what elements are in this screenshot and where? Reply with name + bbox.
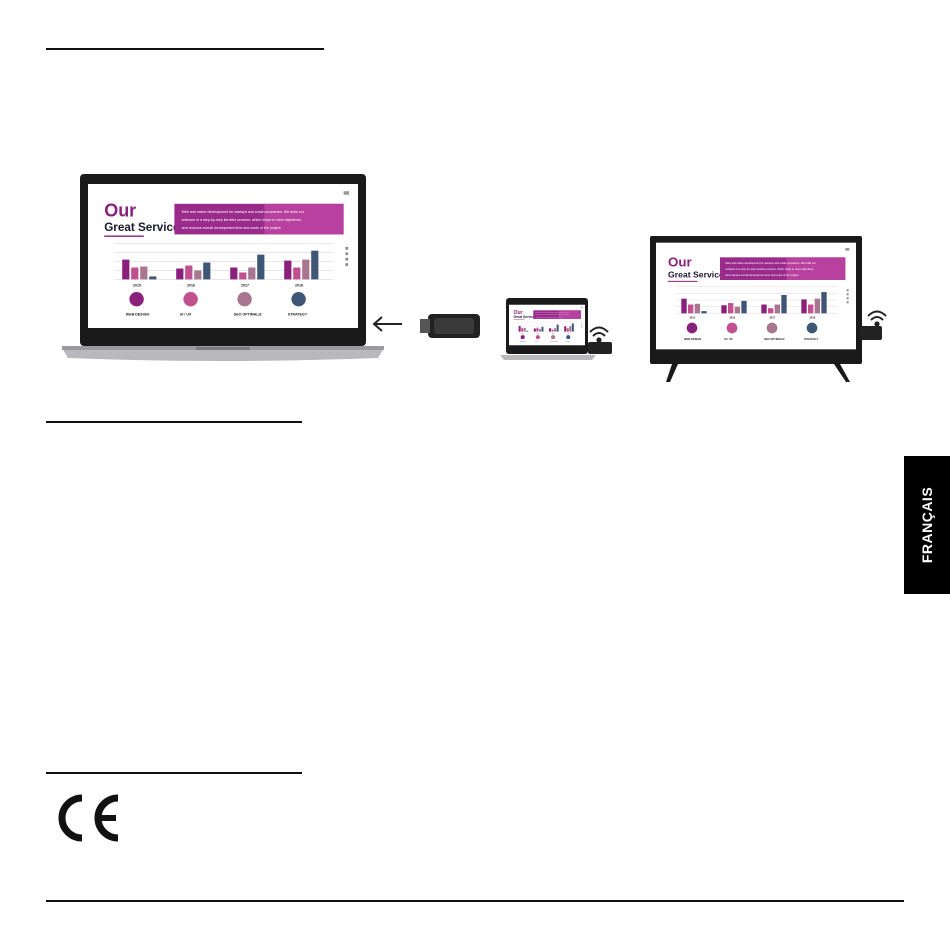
connection-illustration: Our Great Service Web and native develop…: [62, 174, 887, 382]
small-dongle-icon: [588, 342, 612, 354]
large-laptop: [62, 174, 384, 361]
arrow-left-icon: [372, 316, 402, 332]
wifi-icon-tv: [867, 310, 887, 327]
footer-rule: [46, 900, 904, 902]
wifi-icon: [589, 326, 609, 343]
hdmi-dongle-icon: [420, 314, 480, 338]
small-laptop: [500, 298, 596, 360]
section-rule-lower: [46, 772, 302, 774]
television: [650, 236, 862, 382]
language-tab-label: FRANÇAIS: [919, 486, 935, 564]
ce-mark-logo: [58, 794, 119, 842]
language-tab: FRANÇAIS: [904, 456, 950, 594]
section-rule-top: [46, 48, 324, 50]
section-rule-middle: [46, 421, 302, 423]
tv-dongle-icon: [860, 326, 882, 340]
